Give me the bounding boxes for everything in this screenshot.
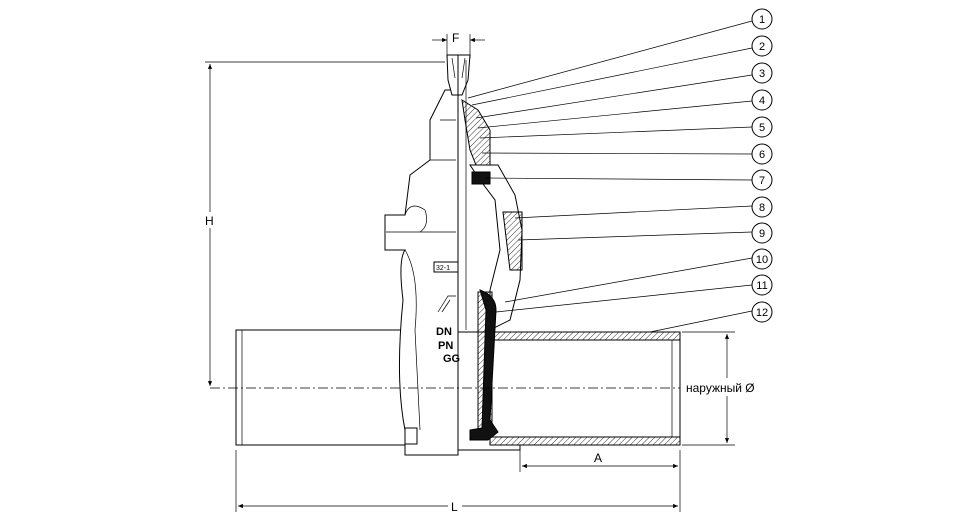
dimension-l: L [235,450,681,514]
valve-section [461,60,523,441]
dimension-h-label: H [205,214,214,228]
svg-text:9: 9 [759,228,765,240]
casting-gg: GG [443,353,460,365]
callout-7: 7 [751,169,773,191]
dimension-a-label: A [594,451,602,465]
dimension-f: F [432,31,485,58]
callout-6: 6 [751,143,773,165]
valve-body: 32-1 DN PN GG [384,89,460,456]
casting-code: 32-1 [436,265,450,272]
outer-diameter-label: наружный Ø [686,381,755,395]
pipe-body [235,329,681,451]
callout-11: 11 [751,274,773,296]
svg-text:6: 6 [759,149,765,161]
svg-text:8: 8 [759,202,765,214]
svg-text:7: 7 [759,175,765,187]
svg-text:10: 10 [756,254,768,266]
svg-text:1: 1 [759,14,765,26]
callout-1: 1 [751,8,773,30]
callout-2: 2 [751,35,773,57]
casting-dn: DN [436,326,452,338]
logo-mark-icon [437,295,456,313]
dimension-h: H [203,61,445,386]
dimension-l-label: L [451,500,458,514]
callout-5: 5 [751,116,773,138]
svg-text:12: 12 [756,307,768,319]
callout-3: 3 [751,62,773,84]
callouts: 1 2 3 4 5 6 7 8 9 10 11 12 [467,8,773,333]
callout-10: 10 [751,248,773,270]
callout-9: 9 [751,222,773,244]
dimension-f-label: F [452,31,459,45]
callout-4: 4 [751,89,773,111]
casting-pn: PN [438,340,453,352]
svg-text:3: 3 [759,68,765,80]
callout-12: 12 [751,301,773,323]
svg-text:2: 2 [759,41,765,53]
dimension-a: A [519,450,678,472]
svg-text:11: 11 [756,280,767,292]
callout-8: 8 [751,196,773,218]
svg-text:4: 4 [759,95,765,107]
svg-text:5: 5 [759,122,765,134]
dimension-outer-diameter: наружный Ø [682,331,755,446]
